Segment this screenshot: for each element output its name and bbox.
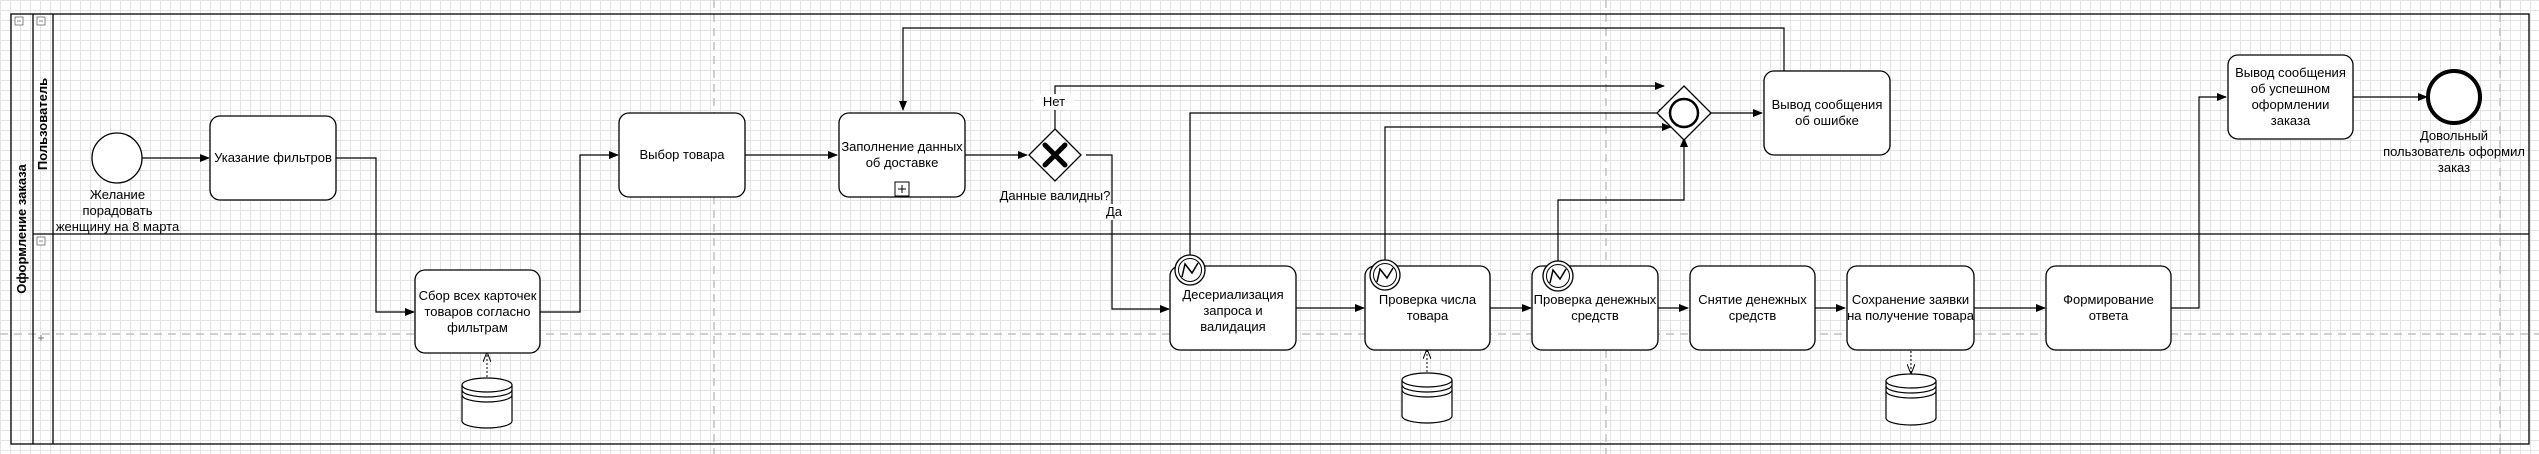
task-success-msg — [2227, 54, 2354, 140]
start-event[interactable] — [91, 132, 143, 184]
database-icon — [1885, 373, 1937, 426]
task-check-count — [1364, 265, 1491, 351]
task-form-answer — [2045, 265, 2172, 351]
task-error-msg — [1763, 70, 1891, 156]
task-form-answer-label: Формирование ответа — [2063, 292, 2154, 323]
pool-title: Оформление заказа — [14, 164, 29, 294]
task-success-msg-label: Вывод сообщения об успешном оформлении з… — [2235, 65, 2346, 128]
gateway-label: Данные валидны? — [999, 188, 1111, 203]
database-icon — [461, 377, 513, 429]
lane-title-user: Пользователь — [35, 77, 50, 171]
exclusive-gateway[interactable] — [1028, 128, 1082, 182]
task-save — [1846, 265, 1975, 351]
flow-label-yes: Да — [1100, 204, 1128, 220]
task-withdraw — [1689, 265, 1816, 351]
data-stores[interactable] — [461, 372, 1937, 429]
end-event-label: Довольный пользователь оформил заказ — [2383, 128, 2525, 175]
task-choose-label: Выбор товара — [639, 147, 725, 162]
error-event-check-count — [1369, 259, 1401, 291]
task-deserialize-label: Десериализация запроса и валидация — [1182, 287, 1284, 334]
error-boundary-events[interactable] — [1174, 254, 1574, 292]
lane-title-system — [35, 279, 51, 399]
end-event[interactable] — [2426, 69, 2482, 125]
task-error-msg-label: Вывод сообщения об ошибке — [1771, 97, 1883, 128]
task-delivery — [838, 112, 966, 198]
task-filters-label: Указание фильтров — [214, 150, 332, 165]
flow-label-no: Нет — [1034, 94, 1074, 110]
merge-gateway[interactable] — [1656, 85, 1712, 141]
task-choose — [618, 112, 746, 198]
start-event-label: Желание порадовать женщину на 8 марта — [55, 187, 180, 234]
task-collect — [414, 269, 541, 354]
task-filters — [209, 115, 337, 201]
task-collect-label: Сбор всех карточек товаров согласно филь… — [418, 287, 537, 335]
task-deserialize — [1169, 265, 1297, 351]
sequence-flows — [142, 27, 2428, 316]
pool — [10, 13, 2530, 445]
collapse-toggles[interactable] — [14, 16, 46, 341]
task-save-label: Сохранение заявки на получение товара — [1847, 292, 1974, 323]
task-check-money-label: Проверка денежных средств — [1533, 292, 1657, 323]
subprocess-marker[interactable] — [894, 181, 910, 197]
task-delivery-label: Заполнение данных об доставке — [841, 139, 963, 170]
database-icon — [1401, 372, 1453, 424]
task-withdraw-label: Снятие денежных средств — [1698, 292, 1807, 323]
error-event-deserialize — [1174, 254, 1206, 286]
data-associations — [487, 350, 1911, 377]
task-check-count-label: Проверка числа товара — [1378, 292, 1477, 323]
error-event-check-money — [1542, 260, 1574, 292]
